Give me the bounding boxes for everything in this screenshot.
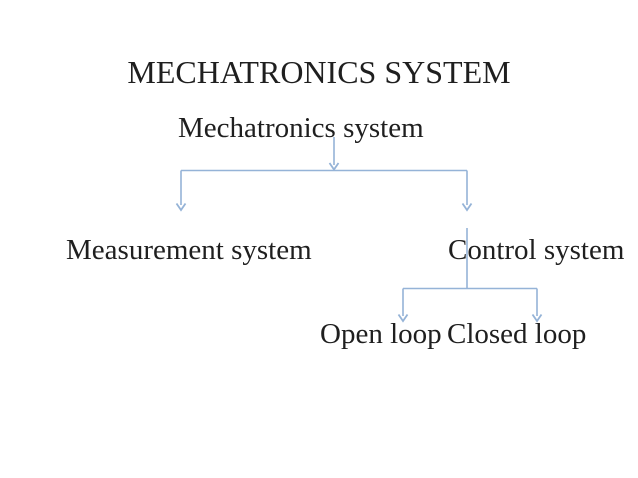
node-open-loop: Open loop [320,318,442,350]
slide-title: MECHATRONICS SYSTEM [127,54,511,90]
node-control-system: Control system [448,234,625,266]
measurement-arrowhead-icon [175,202,187,212]
node-mechatronics-system: Mechatronics system [178,112,424,144]
node-measurement-system: Measurement system [66,234,312,266]
node-closed-loop: Closed loop [447,318,587,350]
root-arrowhead-icon [328,162,340,172]
control-arrowhead-icon [461,202,473,212]
